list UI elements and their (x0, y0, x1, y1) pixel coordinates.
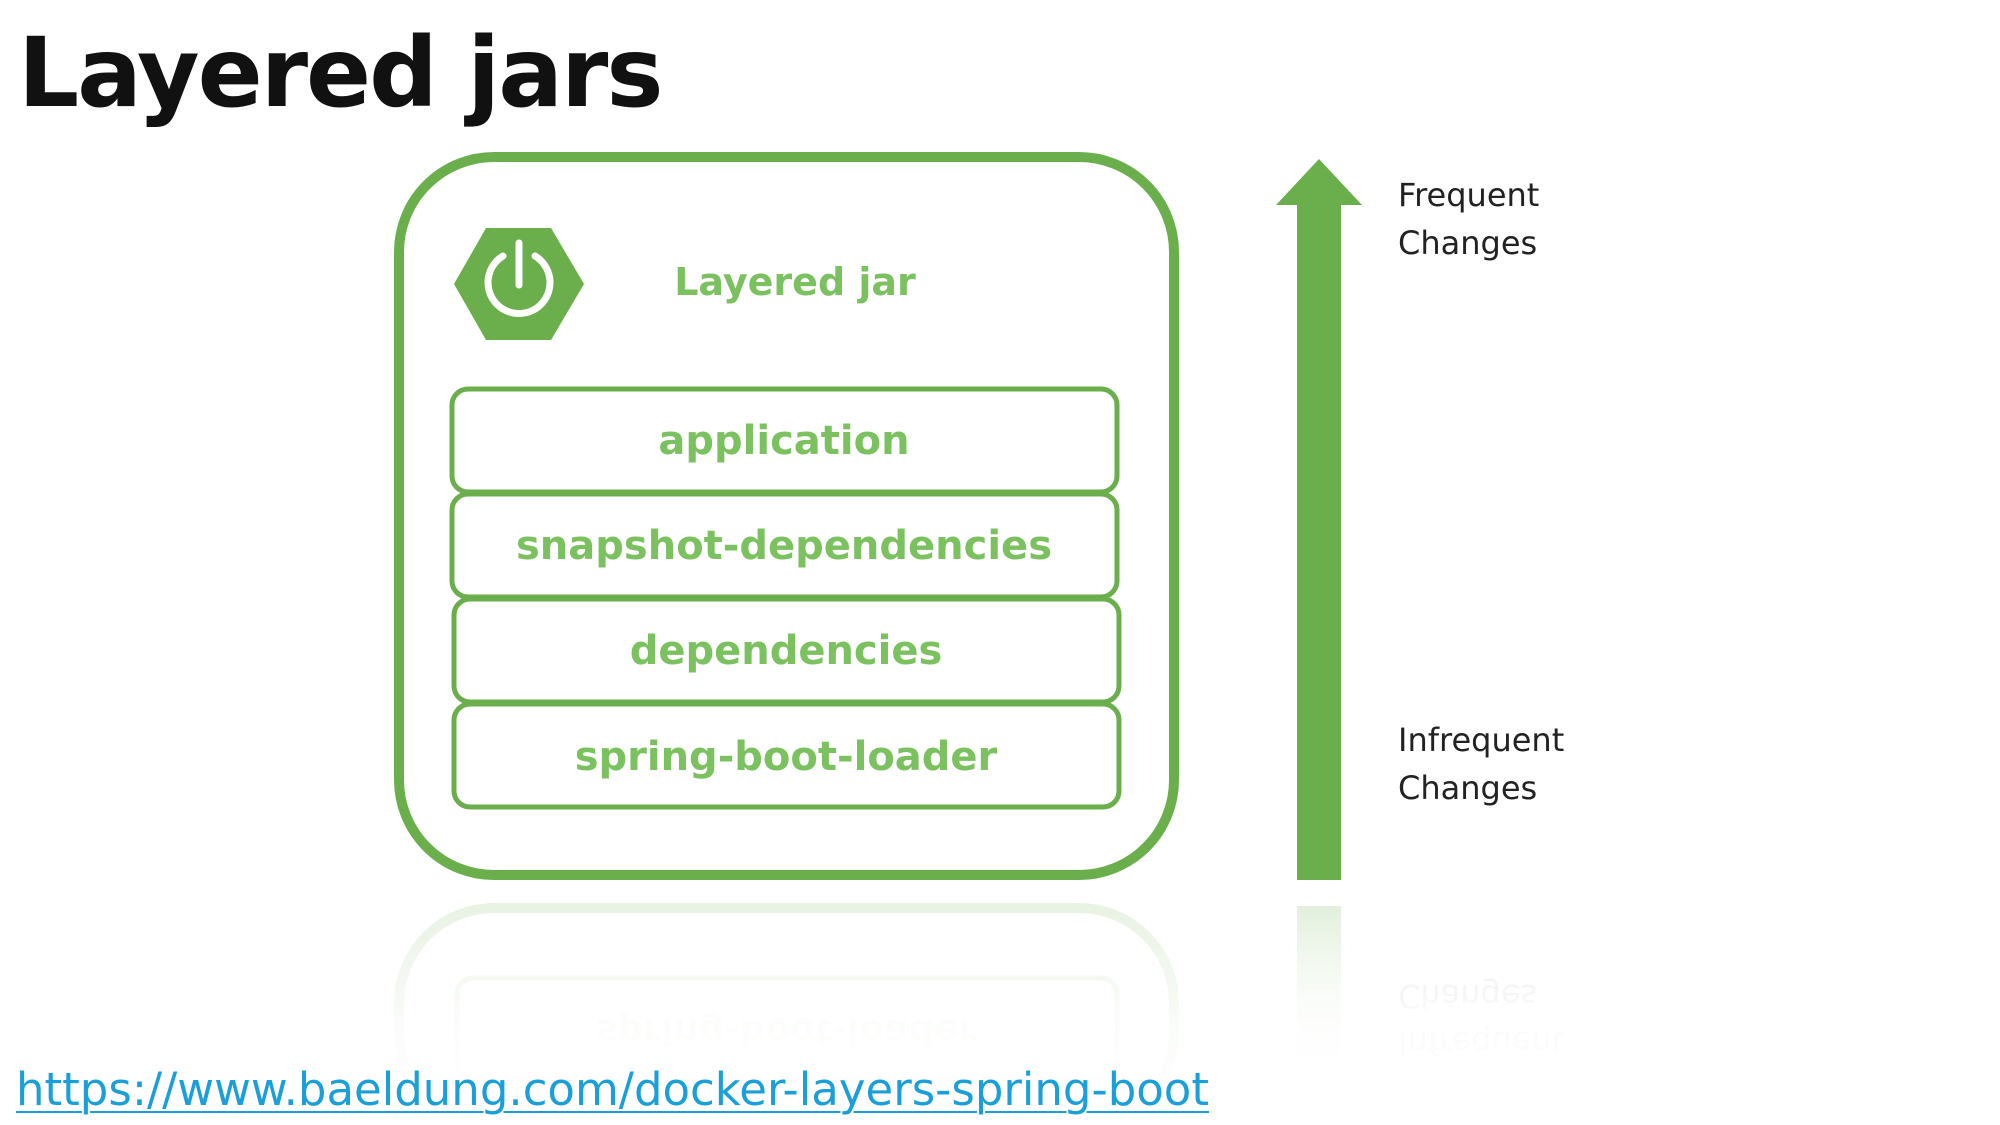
jar-label: Layered jar (674, 260, 916, 304)
change-frequency-arrow (1276, 159, 1362, 880)
jar-container (394, 152, 1179, 880)
layer-label: dependencies (630, 628, 943, 674)
slide-title: Layered jars (18, 17, 663, 129)
svg-text:Changes: Changes (1398, 769, 1537, 807)
layer-spring-boot-loader: spring-boot-loader (451, 701, 1122, 810)
svg-text:Frequent: Frequent (1398, 176, 1539, 214)
layer-label: application (658, 418, 909, 464)
reflection-fade-overlay (380, 900, 1680, 1125)
layer-dependencies: dependencies (451, 596, 1122, 705)
svg-text:Changes: Changes (1398, 224, 1537, 262)
layer-label: snapshot-dependencies (516, 523, 1052, 569)
layer-stack: application snapshot-dependencies depend… (449, 386, 1122, 810)
svg-text:Infrequent: Infrequent (1398, 721, 1564, 759)
spring-logo (454, 228, 584, 340)
label-frequent-changes: Frequent Changes (1398, 176, 1539, 262)
layer-snapshot-dependencies: snapshot-dependencies (449, 491, 1120, 600)
diagram-reflection: spring-boot-loader Infrequent Changes (380, 900, 1680, 1125)
label-infrequent-changes: Infrequent Changes (1398, 721, 1564, 807)
source-link[interactable]: https://www.baeldung.com/docker-layers-s… (16, 1063, 1209, 1116)
layer-label: spring-boot-loader (575, 734, 998, 780)
layer-application: application (449, 386, 1120, 495)
power-icon (484, 239, 554, 317)
